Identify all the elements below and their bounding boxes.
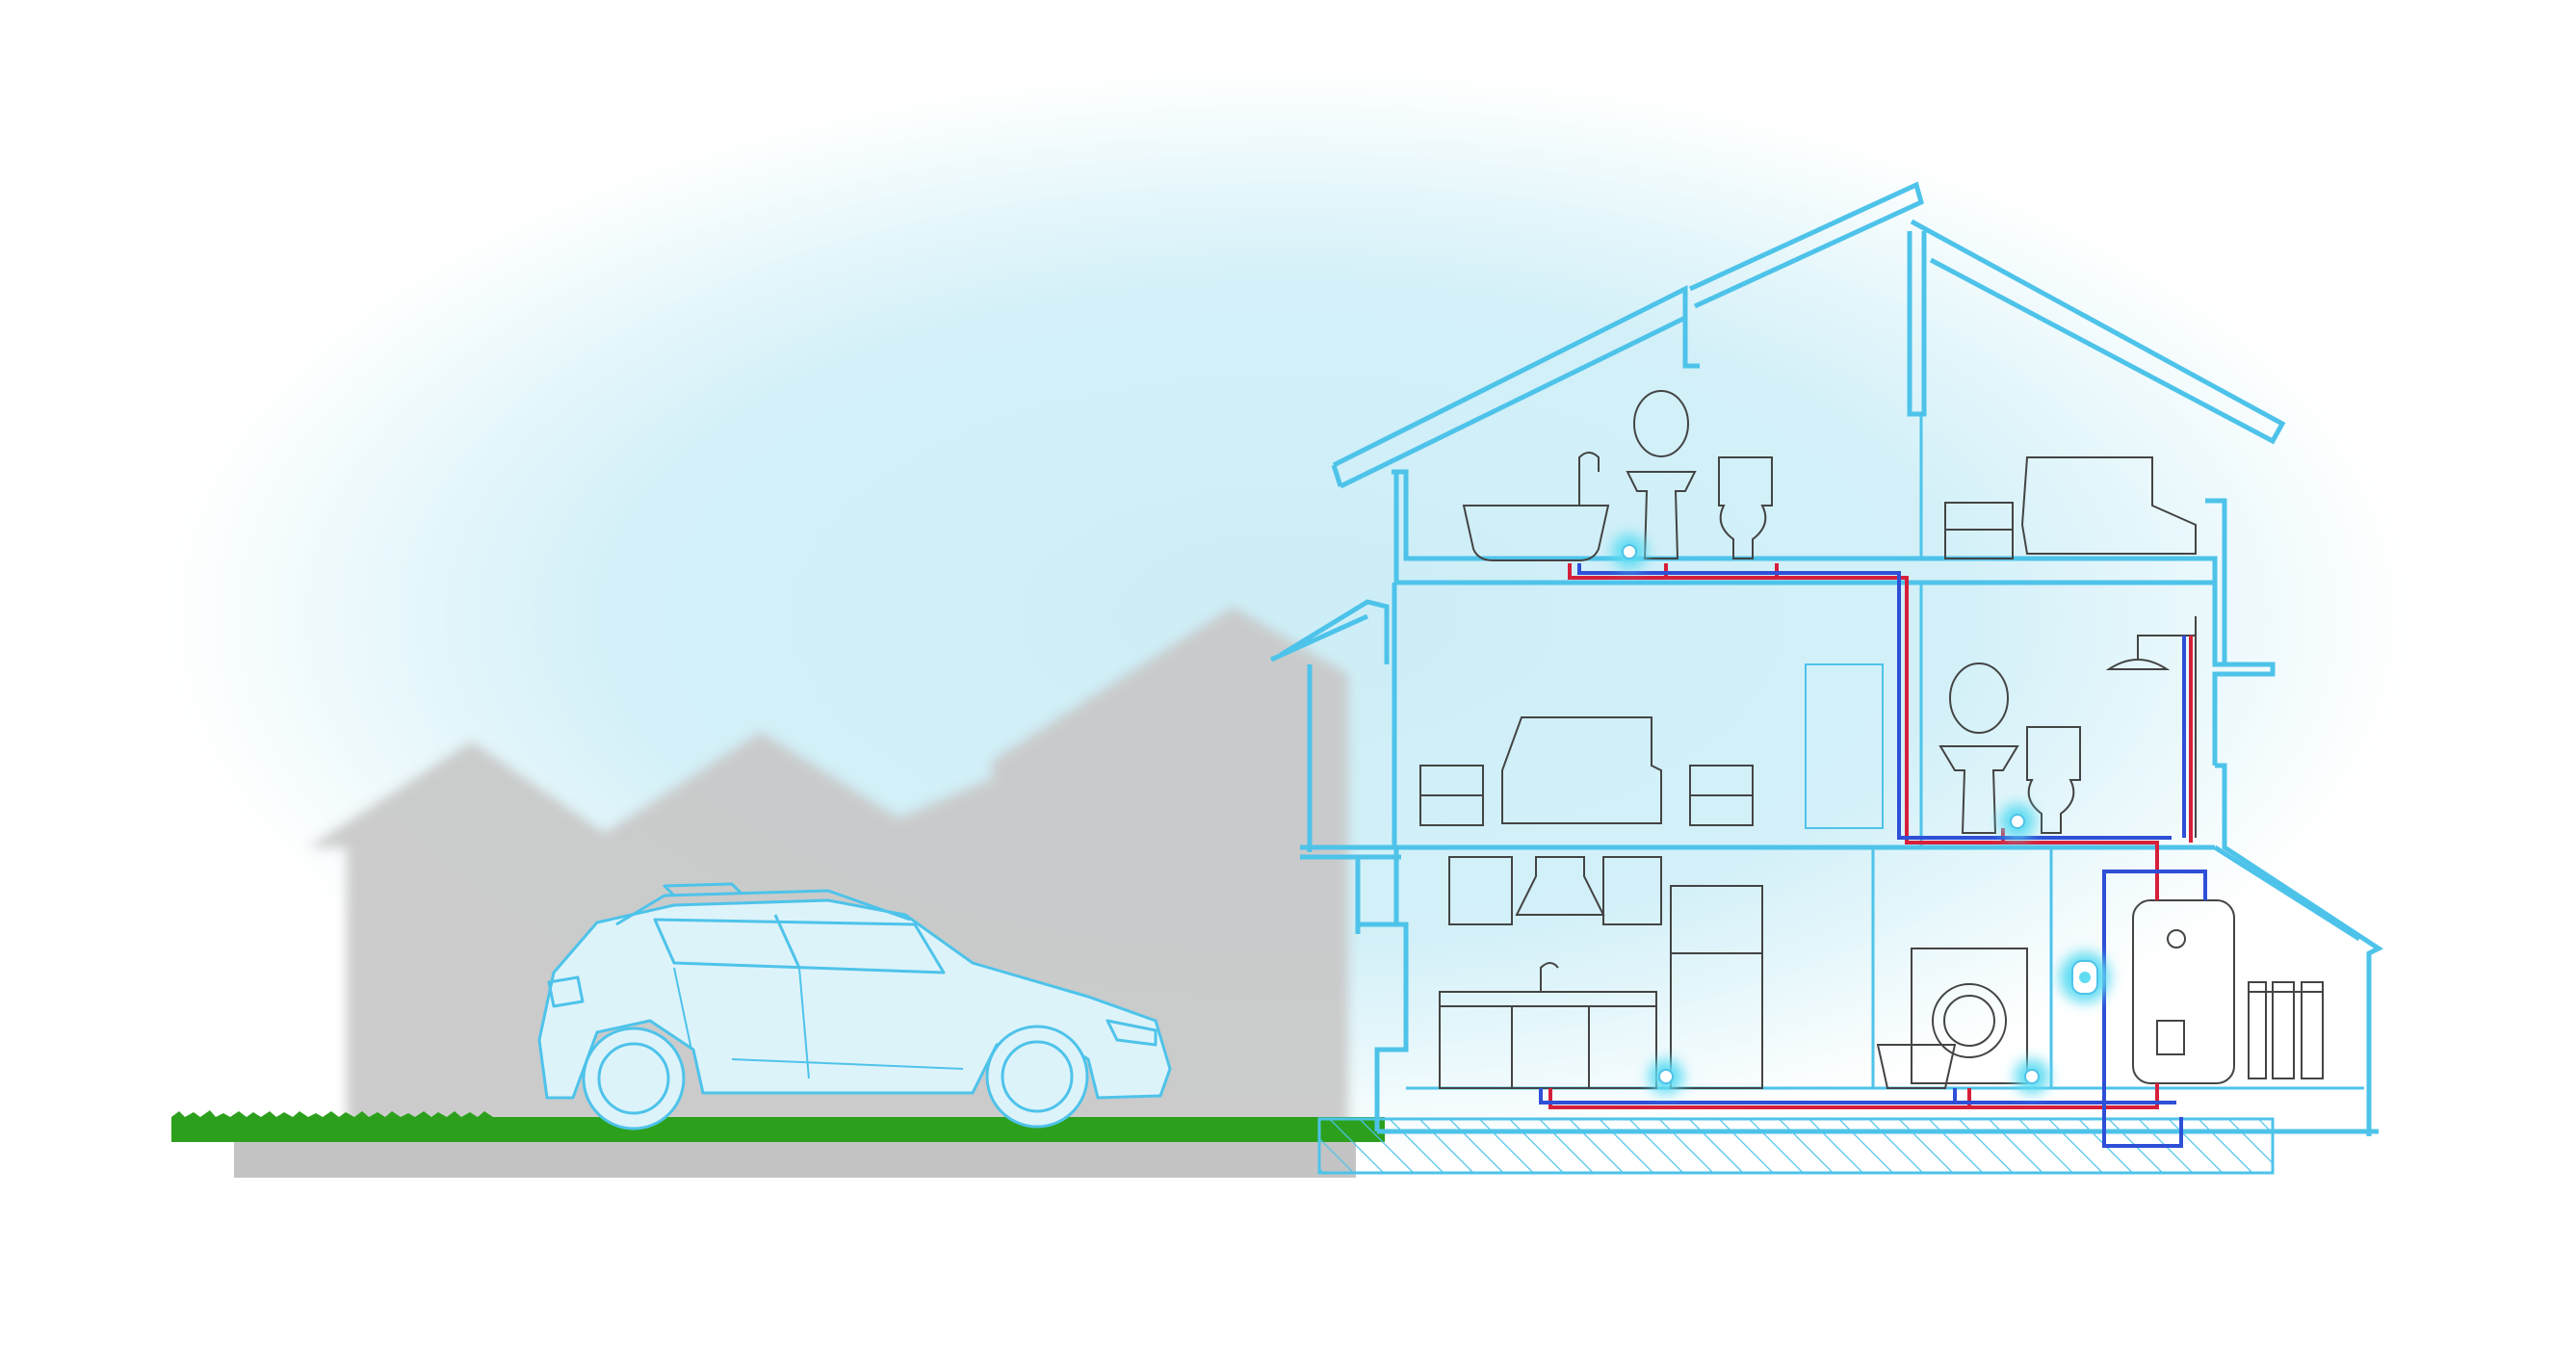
mirror-middle (1949, 663, 2009, 734)
middle-bedroom-fixtures (1419, 663, 1884, 829)
sensor-attic-bath (1612, 534, 1647, 569)
laundry-fixtures (1876, 948, 2028, 1089)
kitchen-faucet (1540, 962, 1559, 992)
pedestal-sink (1626, 471, 1697, 559)
toilet (1718, 456, 1773, 559)
house-structure (1269, 181, 2384, 1136)
hot-water-pipes (1548, 563, 2193, 1109)
sink-middle (1939, 745, 2019, 834)
sensor-valve-meter (2060, 952, 2110, 1002)
utility-fixtures (2132, 899, 2324, 1084)
counter (1439, 991, 1657, 1089)
cold-water-pipes (1539, 563, 2207, 1148)
bathtub-faucet (1578, 452, 1600, 506)
grass-strip (171, 1117, 1385, 1142)
upper-cabinet (1602, 856, 1662, 925)
toilet-middle (2026, 726, 2081, 834)
sensor-middle-bath (2000, 804, 2035, 839)
kitchen-fixtures (1439, 856, 1763, 1089)
pavement (234, 1139, 1356, 1178)
leak-sensors (1612, 534, 2110, 1094)
mirror (1633, 390, 1689, 457)
grass-texture (171, 1110, 493, 1117)
sensor-kitchen (1649, 1059, 1683, 1094)
attic-bedroom-fixtures (1944, 456, 2197, 559)
range-hood (1515, 856, 1605, 916)
sensor-laundry (2015, 1059, 2049, 1094)
water-filter (2248, 981, 2324, 1079)
car (537, 882, 1172, 1130)
attic-bathroom-fixtures (1462, 390, 1773, 561)
water-heater (2132, 899, 2235, 1084)
shower-head (2105, 635, 2196, 670)
bathtub (1462, 505, 1610, 561)
washing-machine (1911, 948, 2028, 1084)
bed (2020, 456, 2197, 555)
refrigerator (1670, 885, 1763, 1089)
upper-cabinet (1448, 856, 1513, 925)
door (1805, 663, 1884, 829)
middle-bathroom-fixtures (1939, 616, 2197, 838)
laundry-basket (1876, 1044, 1957, 1089)
bed-middle (1501, 716, 1662, 824)
